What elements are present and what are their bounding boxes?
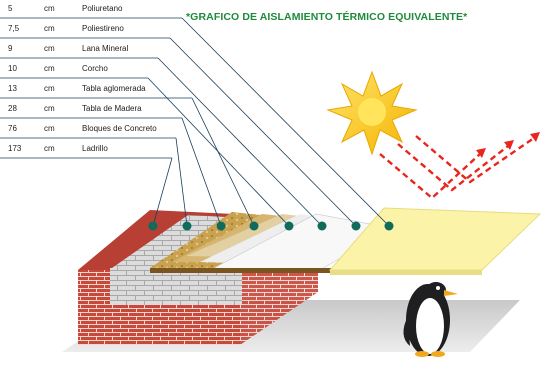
legend-row: 173 cm Ladrillo xyxy=(0,140,200,160)
chart-title: *GRAFICO DE AISLAMIENTO TÉRMICO EQUIVALE… xyxy=(186,11,468,23)
legend-row: 5 cm Poliuretano xyxy=(0,0,200,20)
thickness-unit: cm xyxy=(44,64,55,73)
thickness-value: 10 xyxy=(8,64,17,73)
leader-line xyxy=(181,17,390,227)
layer-marker xyxy=(284,221,294,231)
material-name: Poliuretano xyxy=(82,4,123,13)
material-name: Poliestireno xyxy=(82,24,124,33)
thickness-unit: cm xyxy=(44,44,55,53)
thickness-value: 173 xyxy=(8,144,22,153)
material-name: Bloques de Concreto xyxy=(82,124,157,133)
polyurethane-panel xyxy=(328,207,542,271)
leader-line xyxy=(152,157,173,227)
leader-line xyxy=(169,37,357,227)
thickness-value: 13 xyxy=(8,84,17,93)
material-name: Tabla aglomerada xyxy=(82,84,146,93)
layer-marker xyxy=(148,221,158,231)
concrete-block-front xyxy=(110,268,242,305)
material-name: Corcho xyxy=(82,64,108,73)
legend-row: 7,5 cm Poliestireno xyxy=(0,20,200,40)
legend-row: 76 cm Bloques de Concreto xyxy=(0,120,200,140)
thickness-value: 28 xyxy=(8,104,17,113)
thickness-value: 7,5 xyxy=(8,24,20,33)
layer-marker xyxy=(384,221,394,231)
polyurethane-panel-edge xyxy=(330,270,482,275)
legend-row: 28 cm Tabla de Madera xyxy=(0,100,200,120)
leader-line xyxy=(175,137,188,227)
thickness-value: 5 xyxy=(8,4,13,13)
thickness-unit: cm xyxy=(44,4,55,13)
thickness-value: 9 xyxy=(8,44,13,53)
material-name: Tabla de Madera xyxy=(82,104,142,113)
thickness-unit: cm xyxy=(44,124,55,133)
penguin-icon xyxy=(403,282,458,357)
arrow-heads xyxy=(476,132,540,158)
layer-marker xyxy=(351,221,361,231)
thickness-value: 76 xyxy=(8,124,17,133)
leader-line xyxy=(181,117,222,227)
sun-icon xyxy=(326,70,418,156)
material-legend: 5 cm Poliuretano 7,5 cm Poliestireno 9 c… xyxy=(0,0,200,190)
legend-row: 9 cm Lana Mineral xyxy=(0,40,200,60)
leader-line xyxy=(157,57,323,227)
material-name: Lana Mineral xyxy=(82,44,129,53)
layer-marker xyxy=(249,221,259,231)
material-name: Ladrillo xyxy=(82,144,108,153)
layer-marker xyxy=(216,221,226,231)
thickness-unit: cm xyxy=(44,144,55,153)
legend-row: 13 cm Tabla aglomerada xyxy=(0,80,200,100)
legend-row: 10 cm Corcho xyxy=(0,60,200,80)
layer-marker xyxy=(182,221,192,231)
thickness-unit: cm xyxy=(44,104,55,113)
layer-marker xyxy=(317,221,327,231)
thickness-unit: cm xyxy=(44,84,55,93)
thickness-unit: cm xyxy=(44,24,55,33)
leader-line xyxy=(191,97,255,227)
reflected-heat-arrows xyxy=(379,135,535,200)
leader-lines xyxy=(0,17,394,231)
